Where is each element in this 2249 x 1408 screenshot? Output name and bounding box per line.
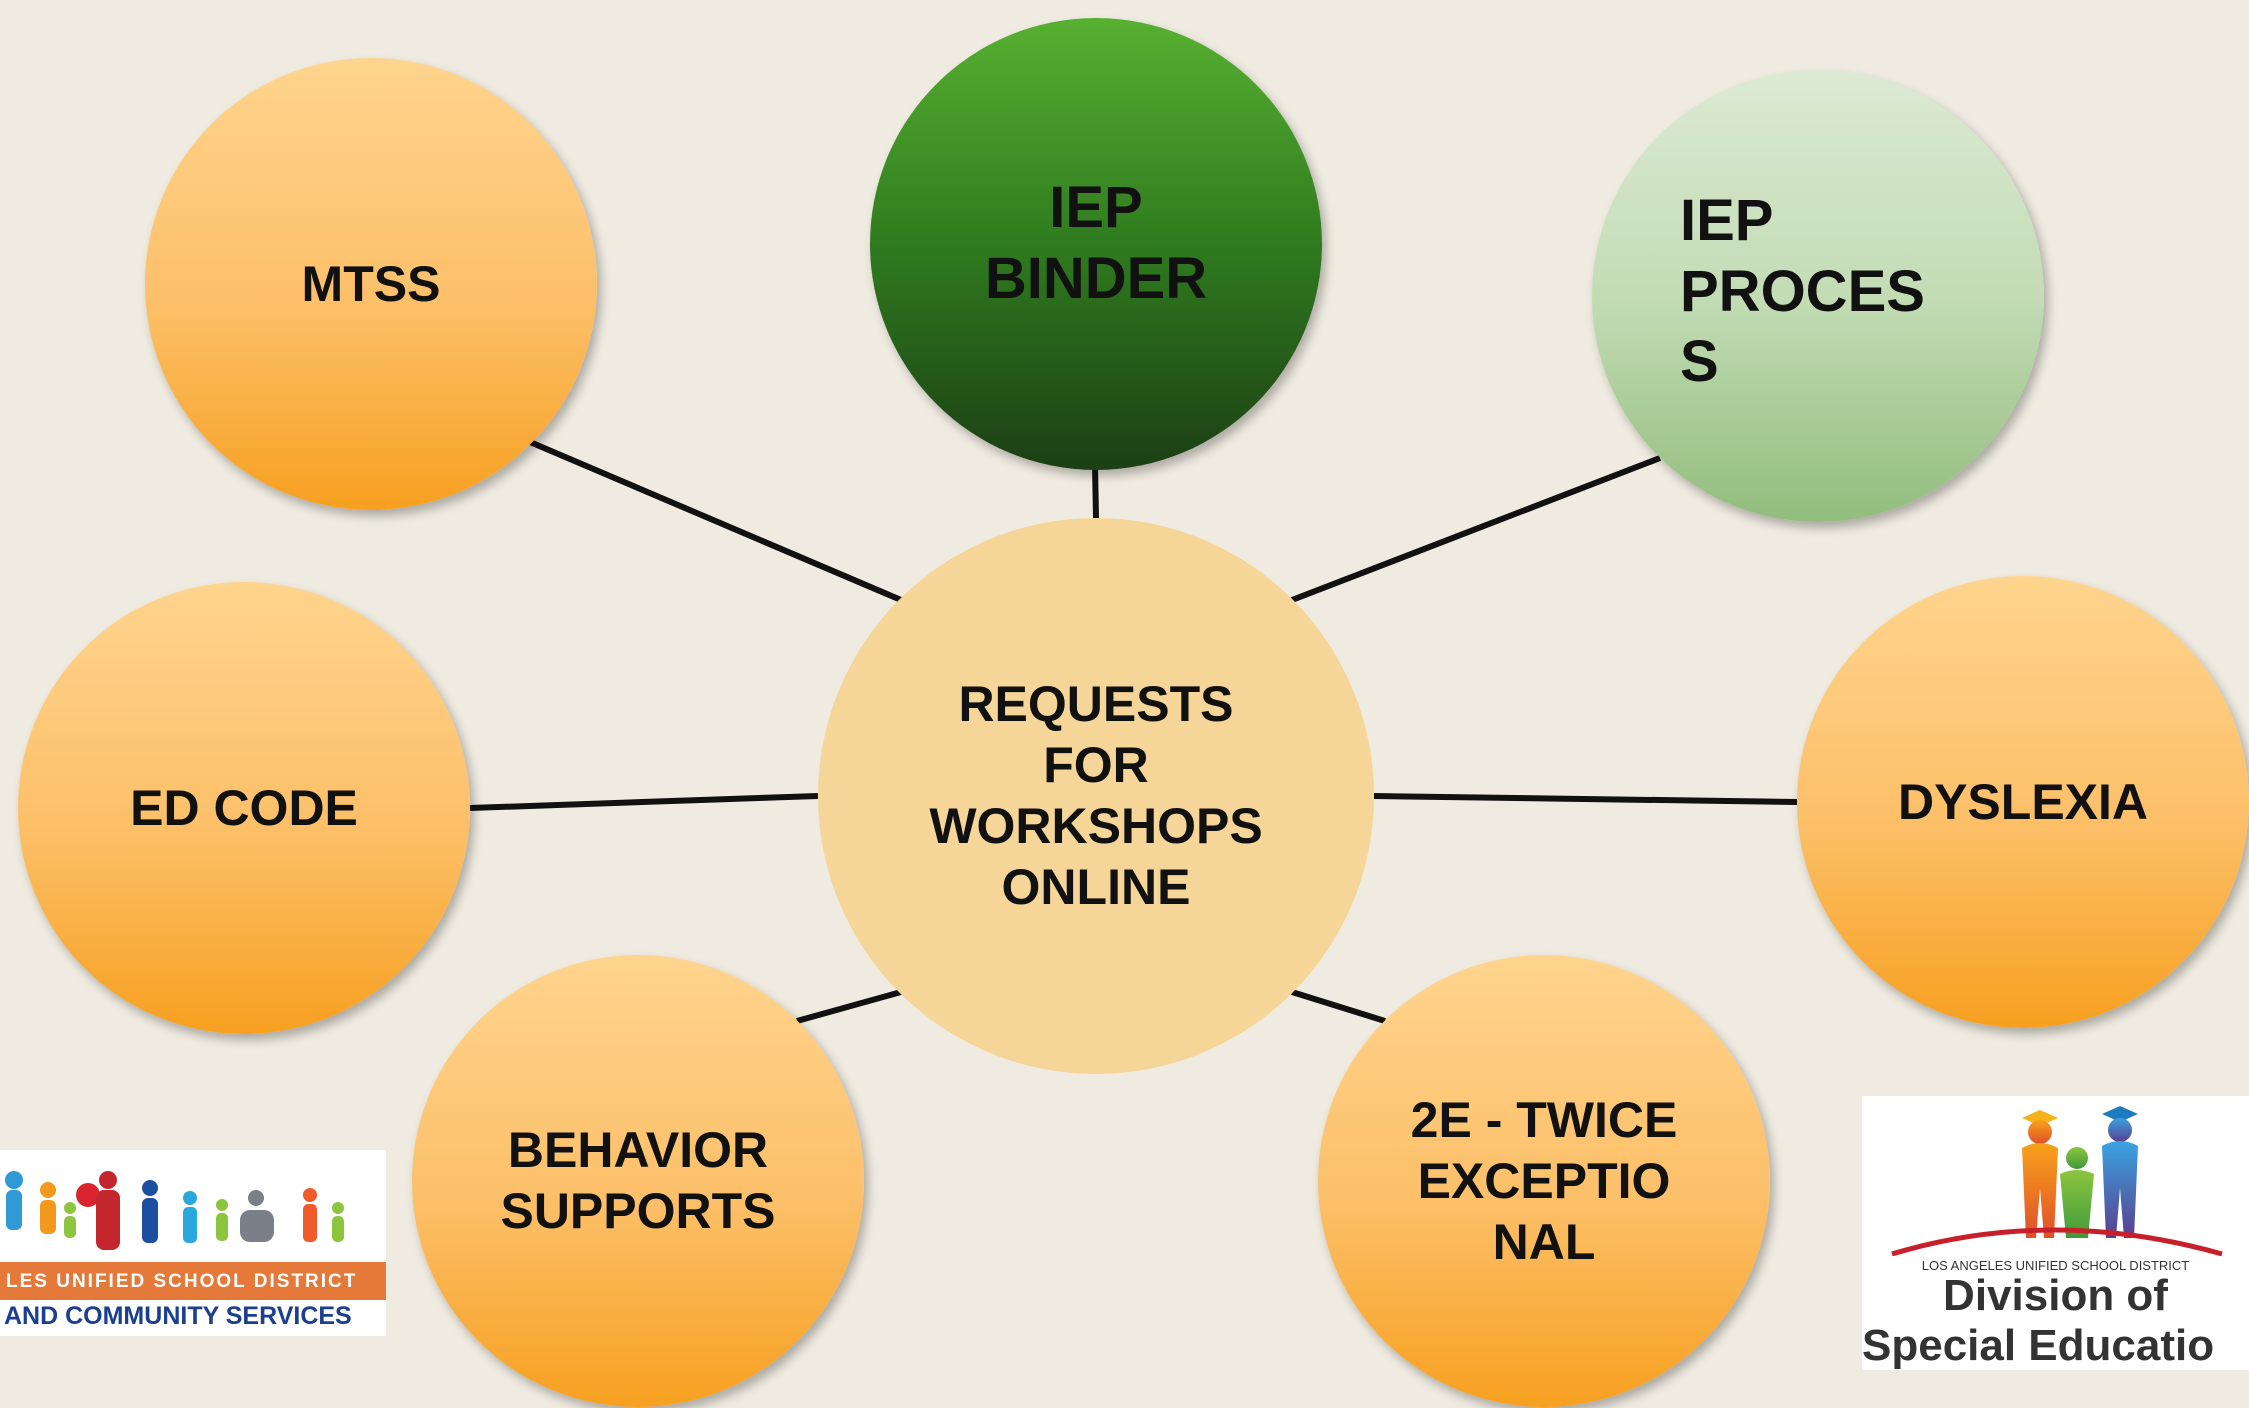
connector-process bbox=[1290, 455, 1662, 603]
connector-edcode bbox=[469, 793, 819, 811]
behavior-supports-label: BEHAVIOR SUPPORTS bbox=[500, 1122, 776, 1239]
district-name: LES UNIFIED SCHOOL DISTRICT bbox=[6, 1271, 358, 1292]
connector-binder bbox=[1092, 464, 1099, 519]
twice-exceptional-node: 2E - TWICE EXCEPTIO NAL bbox=[1318, 955, 1770, 1407]
graduates-figures-icon bbox=[1891, 1106, 2223, 1257]
iep-binder-node: IEP BINDER bbox=[870, 18, 1322, 470]
district-name: LOS ANGELES UNIFIED SCHOOL DISTRICT bbox=[1921, 1258, 2190, 1273]
lausd-community-services-logo: LES UNIFIED SCHOOL DISTRICT AND COMMUNIT… bbox=[0, 1150, 386, 1336]
iep-process-node: IEP PROCES S bbox=[1592, 70, 2044, 522]
dyslexia-node: DYSLEXIA bbox=[1797, 576, 2249, 1028]
mtss-label: MTSS bbox=[301, 255, 441, 312]
connector-behavior bbox=[796, 989, 902, 1024]
behavior-supports-node: BEHAVIOR SUPPORTS bbox=[412, 955, 864, 1407]
center-node: REQUESTS FOR WORKSHOPS ONLINE bbox=[818, 518, 1374, 1074]
connector-mtss bbox=[528, 439, 903, 603]
center-label: REQUESTS FOR WORKSHOPS ONLINE bbox=[929, 676, 1263, 915]
iep-binder-label: IEP BINDER bbox=[984, 175, 1208, 311]
department-name: AND COMMUNITY SERVICES bbox=[4, 1302, 352, 1330]
dyslexia-label: DYSLEXIA bbox=[1897, 773, 2149, 830]
people-silhouettes-icon bbox=[0, 1171, 386, 1270]
iep-process-label: IEP PROCES S bbox=[1680, 187, 1925, 395]
division-title-line1: Division of bbox=[1943, 1271, 2168, 1320]
mtss-node: MTSS bbox=[145, 58, 597, 510]
twice-exceptional-label: 2E - TWICE EXCEPTIO NAL bbox=[1410, 1091, 1678, 1270]
division-special-education-logo: LOS ANGELES UNIFIED SCHOOL DISTRICT Divi… bbox=[1862, 1096, 2249, 1370]
ed-code-label: ED CODE bbox=[130, 779, 358, 836]
connector-twice bbox=[1291, 989, 1386, 1024]
ed-code-node: ED CODE bbox=[18, 582, 470, 1034]
division-title-line2: Special Educatio bbox=[1862, 1321, 2215, 1370]
connector-dyslexia bbox=[1373, 793, 1798, 805]
